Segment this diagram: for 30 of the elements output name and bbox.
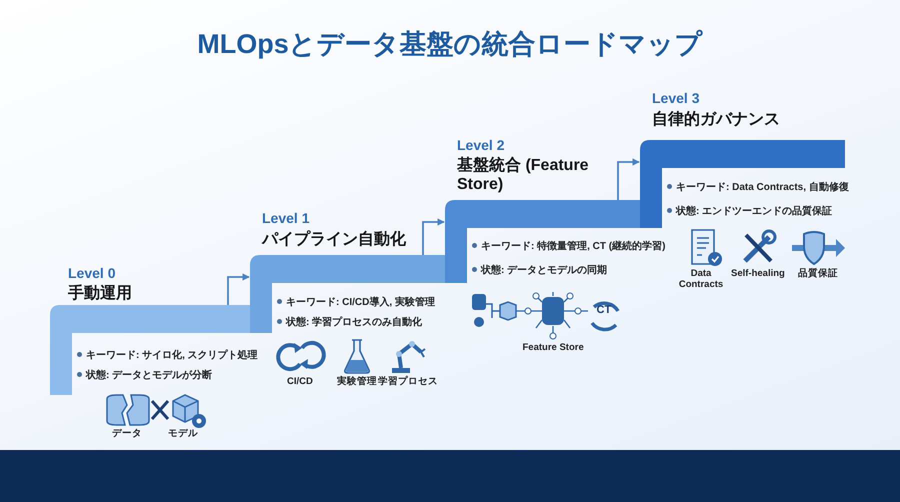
bullet-item: キーワード: 特徴量管理, CT (継続的学習) bbox=[471, 239, 666, 253]
bullet-item: 状態: エンドツーエンドの品質保証 bbox=[666, 204, 832, 218]
bullet-item: キーワード: CI/CD導入, 実験管理 bbox=[276, 295, 435, 309]
icon-caption: Self-healing bbox=[731, 268, 785, 279]
level-label: Level 2 bbox=[457, 137, 504, 153]
title: MLOpsとデータ基盤の統合ロードマップ bbox=[196, 28, 704, 61]
bullet-item: 状態: データとモデルが分断 bbox=[76, 368, 212, 382]
icon-caption: 学習プロセス bbox=[378, 376, 438, 387]
icon-caption: 品質保証 bbox=[798, 268, 838, 279]
icon-caption: 実験管理 bbox=[337, 376, 377, 387]
icon-caption: CI/CD bbox=[287, 376, 313, 387]
level-label: Level 3 bbox=[652, 90, 700, 106]
step-title: 自律的ガバナンス bbox=[652, 110, 781, 129]
arrow bbox=[227, 273, 250, 305]
step-title: 手動運用 bbox=[68, 284, 133, 303]
bullet-item: 状態: データとモデルの同期 bbox=[471, 263, 608, 277]
arrow bbox=[422, 218, 445, 255]
bullet-item: キーワード: サイロ化, スクリプト処理 bbox=[76, 348, 258, 362]
arrow bbox=[617, 158, 640, 200]
icon-caption: データ bbox=[112, 428, 142, 439]
icon-caption: Data Contracts bbox=[678, 268, 724, 290]
bullet-item: キーワード: Data Contracts, 自動修復 bbox=[666, 180, 849, 194]
level-label: Level 0 bbox=[68, 265, 116, 281]
step-title: パイプライン自動化 bbox=[262, 230, 407, 249]
icon-caption: CT bbox=[596, 305, 612, 316]
level-label: Level 1 bbox=[262, 210, 310, 226]
step-title: 基盤統合 (Feature Store) bbox=[457, 156, 590, 194]
icon-caption: Feature Store bbox=[522, 342, 584, 353]
icon-caption: モデル bbox=[168, 428, 198, 439]
bullet-item: 状態: 学習プロセスのみ自動化 bbox=[276, 315, 422, 329]
